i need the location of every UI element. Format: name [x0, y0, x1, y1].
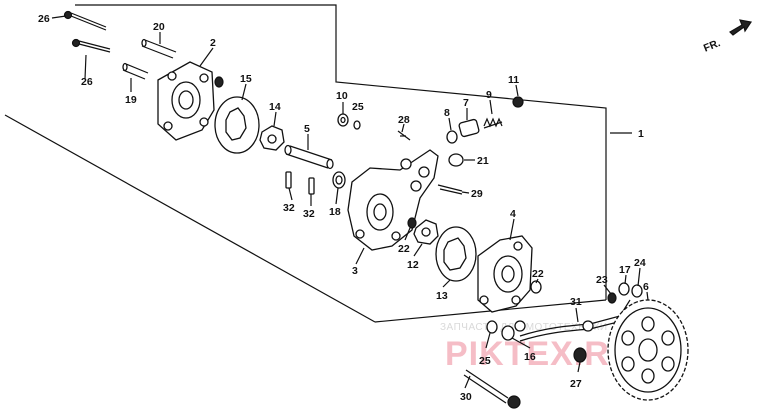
callout-4: 4 [510, 208, 516, 220]
callout-11: 11 [508, 74, 519, 86]
pin-32-right [308, 177, 315, 195]
callout-13: 13 [436, 290, 448, 302]
callout-32-left: 32 [283, 202, 295, 214]
callout-25-upper: 25 [352, 101, 364, 113]
dowel-pin-19 [122, 62, 149, 80]
bolt-11 [512, 96, 524, 108]
bolt-26-upper [63, 10, 107, 31]
callout-24: 24 [634, 257, 646, 269]
callout-25-lower: 25 [479, 355, 491, 367]
callout-26-upper: 26 [38, 13, 50, 25]
callout-22-right: 22 [532, 268, 544, 280]
callout-23: 23 [596, 274, 608, 286]
outer-rotor-15 [214, 96, 260, 154]
relief-valve-7 [458, 118, 480, 138]
valve-seat-8 [446, 130, 458, 144]
callout-21: 21 [477, 155, 489, 167]
oil-pipe-31 [514, 299, 635, 342]
callout-16: 16 [524, 351, 536, 363]
washer-23 [607, 292, 617, 304]
clip-25-upper [353, 120, 361, 130]
washer-24 [631, 284, 643, 298]
callout-19: 19 [125, 94, 137, 106]
callout-14: 14 [269, 101, 281, 113]
bolt-26-lower [71, 38, 111, 53]
bolt-30 [463, 369, 521, 409]
front-direction-arrow-icon [729, 19, 753, 36]
clip-25-lower [486, 320, 498, 334]
pin-32-left [285, 171, 292, 189]
callout-15: 15 [240, 73, 252, 85]
callout-31: 31 [570, 296, 582, 308]
pump-cover-2 [157, 61, 224, 141]
callout-5: 5 [304, 123, 310, 135]
callout-26-lower: 26 [81, 76, 93, 88]
washer-22-right [530, 280, 542, 294]
callout-8: 8 [444, 107, 450, 119]
callout-29: 29 [471, 188, 483, 200]
spring-9 [483, 117, 503, 129]
pump-shaft-5 [284, 144, 334, 170]
callout-17: 17 [619, 264, 631, 276]
pin-28 [397, 130, 411, 141]
callout-7: 7 [463, 97, 469, 109]
callout-27: 27 [570, 378, 582, 390]
outer-rotor-13 [435, 226, 477, 282]
washer-10 [337, 113, 349, 127]
bolt-27 [573, 347, 587, 363]
callout-28: 28 [398, 114, 410, 126]
callout-30: 30 [460, 391, 472, 403]
cap-21 [448, 153, 464, 167]
callout-3: 3 [352, 265, 358, 277]
front-direction-label: FR. [702, 37, 722, 54]
watermark-logo-text: PIKTEX.RU [445, 335, 635, 373]
callout-2: 2 [210, 37, 216, 49]
washer-22-left [407, 217, 417, 229]
callout-1: 1 [638, 128, 644, 140]
leader-lines [51, 15, 649, 389]
callout-9: 9 [486, 89, 492, 101]
callout-12: 12 [407, 259, 419, 271]
callout-20: 20 [153, 21, 165, 33]
pin-29 [437, 184, 463, 195]
callout-labels: 1 2 3 4 5 6 7 8 9 10 11 12 13 14 15 16 1… [38, 13, 649, 403]
dowel-16 [501, 325, 515, 341]
callout-32-right: 32 [303, 208, 315, 220]
driven-sprocket-6 [607, 299, 689, 401]
dowel-pin-20 [141, 38, 177, 59]
callout-6: 6 [643, 281, 649, 293]
inner-rotor-14 [259, 125, 285, 151]
callout-22-left: 22 [398, 243, 410, 255]
inner-rotor-12 [413, 219, 439, 245]
callout-18: 18 [329, 206, 341, 218]
pump-housing-4 [477, 235, 533, 313]
pump-body-3 [347, 149, 439, 251]
washer-17 [618, 282, 630, 296]
callout-10: 10 [336, 90, 348, 102]
o-ring-18 [332, 171, 346, 189]
